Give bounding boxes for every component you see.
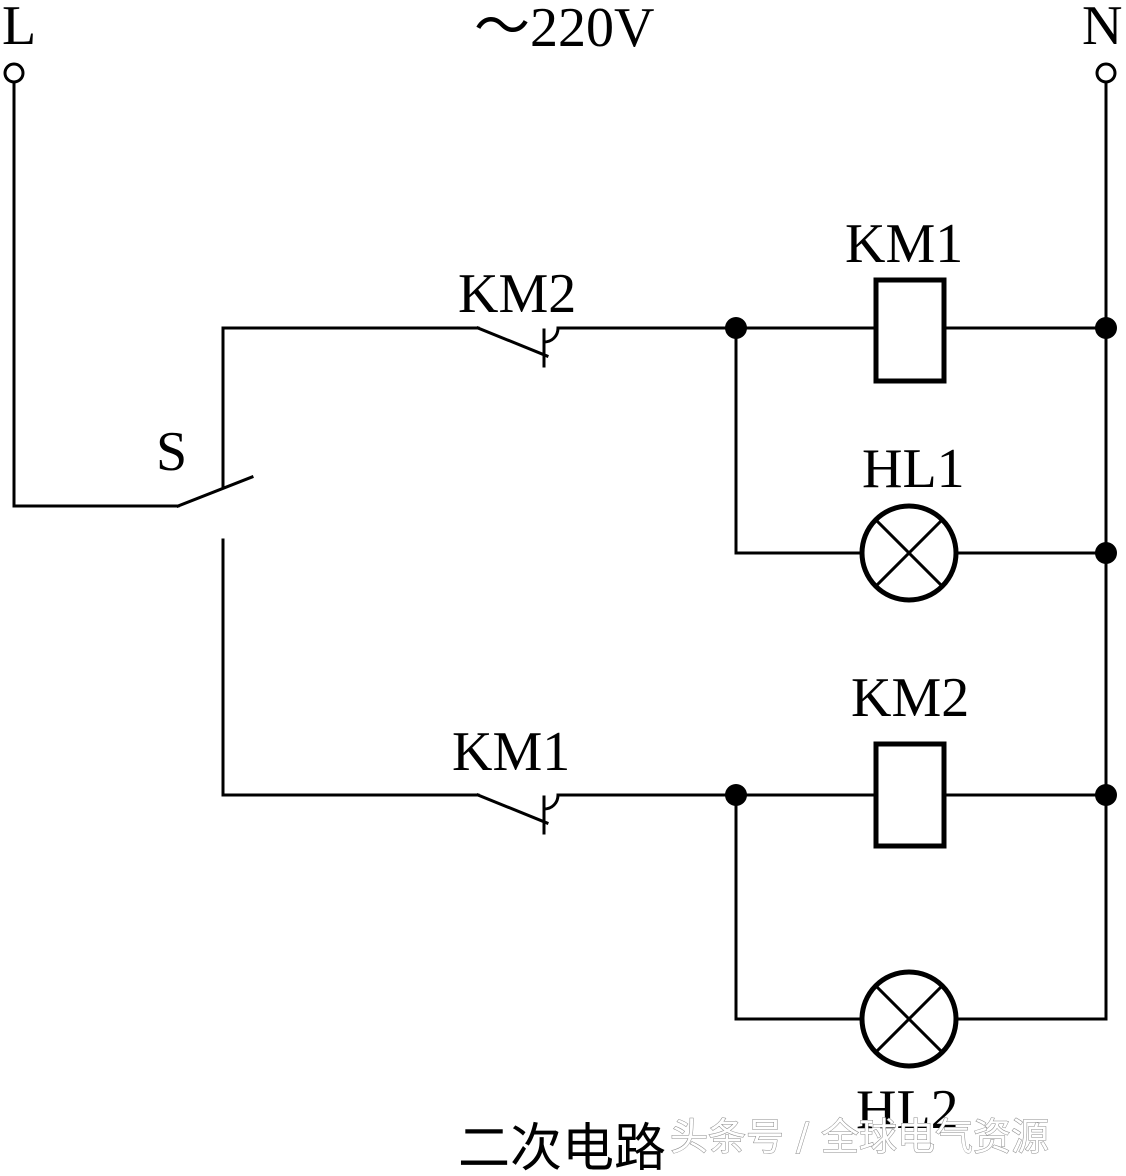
hl1-lamp-label: HL1 — [862, 438, 965, 500]
upper-branch-wire — [221, 326, 480, 488]
rung2-right-junction — [1095, 784, 1117, 806]
l-wire — [12, 80, 180, 508]
km1-coil — [873, 277, 947, 384]
hl2-lamp — [859, 969, 959, 1069]
supply-voltage-label: ～220V — [474, 0, 654, 59]
rung1-km2-nc-contact — [476, 326, 738, 368]
km2-coil — [873, 741, 947, 849]
rung1-right-junction — [1095, 317, 1117, 339]
hl1-wire-left — [734, 326, 864, 555]
terminal-l — [3, 62, 25, 84]
hl2-wire-left — [734, 793, 864, 1021]
diagram-caption: 二次电路 — [458, 1119, 666, 1176]
lower-branch-wire — [221, 538, 480, 797]
terminal-n-label: N — [1082, 0, 1122, 57]
km2-coil-label: KM2 — [851, 667, 969, 729]
watermark-text: 头条号 / 全球电气资源 — [670, 1115, 1049, 1159]
rung1-contact-label: KM2 — [458, 263, 576, 325]
rung2-km1-nc-contact — [476, 793, 738, 835]
terminal-n — [1095, 62, 1117, 84]
hl1-right-junction — [1095, 542, 1117, 564]
hl2-lamp-label: HL2 — [856, 1079, 959, 1141]
hl1-lamp — [859, 503, 959, 603]
switch-s-label: S — [156, 421, 187, 483]
terminal-l-label: L — [2, 0, 36, 57]
rung2-contact-label: KM1 — [452, 721, 570, 783]
km1-coil-label: KM1 — [845, 213, 963, 275]
switch-s-blade — [176, 475, 254, 508]
